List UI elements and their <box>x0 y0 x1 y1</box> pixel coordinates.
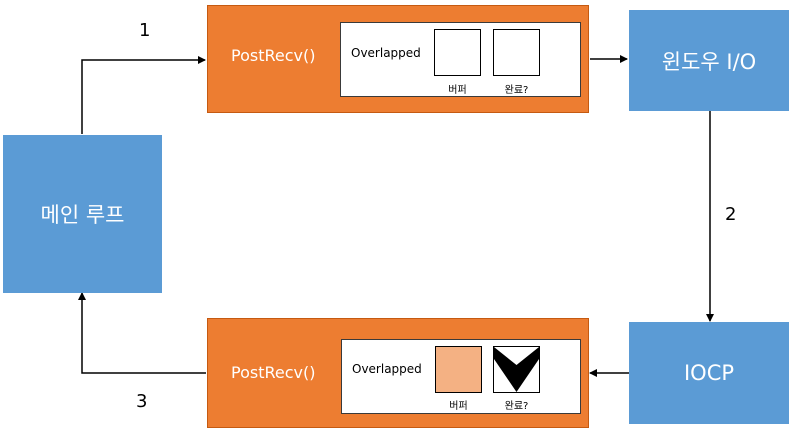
check-mark-icon <box>494 347 539 392</box>
bottom-overlapped-panel: Overlapped 버퍼 완료? <box>341 339 581 414</box>
main-loop-box: 메인 루프 <box>3 135 162 293</box>
bottom-postrecv-box: PostRecv() Overlapped 버퍼 완료? <box>207 318 589 428</box>
top-overlapped-label: Overlapped <box>351 46 421 60</box>
top-overlapped-panel: Overlapped 버퍼 완료? <box>340 22 581 97</box>
iocp-box: IOCP <box>629 322 789 424</box>
bottom-postrecv-function: PostRecv() <box>231 363 316 382</box>
top-buffer-slot <box>434 29 481 76</box>
main-loop-label: 메인 루프 <box>40 203 125 227</box>
bottom-complete-caption: 완료? <box>504 401 529 412</box>
bottom-overlapped-label: Overlapped <box>352 362 422 376</box>
arrow-main-to-top-postrecv <box>81 56 206 134</box>
iocp-label: IOCP <box>683 361 735 385</box>
top-postrecv-box: PostRecv() Overlapped 버퍼 완료? <box>207 5 589 113</box>
top-complete-slot <box>493 29 540 76</box>
windows-io-box: 윈도우 I/O <box>629 10 789 111</box>
windows-io-label: 윈도우 I/O <box>661 49 757 74</box>
bottom-complete-slot-checked <box>493 346 540 393</box>
bottom-buffer-slot-filled <box>435 346 482 393</box>
step-1-label: 1 <box>139 20 151 41</box>
top-complete-caption: 완료? <box>504 85 529 96</box>
bottom-buffer-caption: 버퍼 <box>449 401 468 412</box>
step-2-label: 2 <box>725 204 737 225</box>
top-buffer-caption: 버퍼 <box>448 85 467 96</box>
arrow-postrecv-to-main <box>78 292 206 374</box>
step-3-label: 3 <box>136 391 148 412</box>
top-postrecv-function: PostRecv() <box>231 46 316 65</box>
